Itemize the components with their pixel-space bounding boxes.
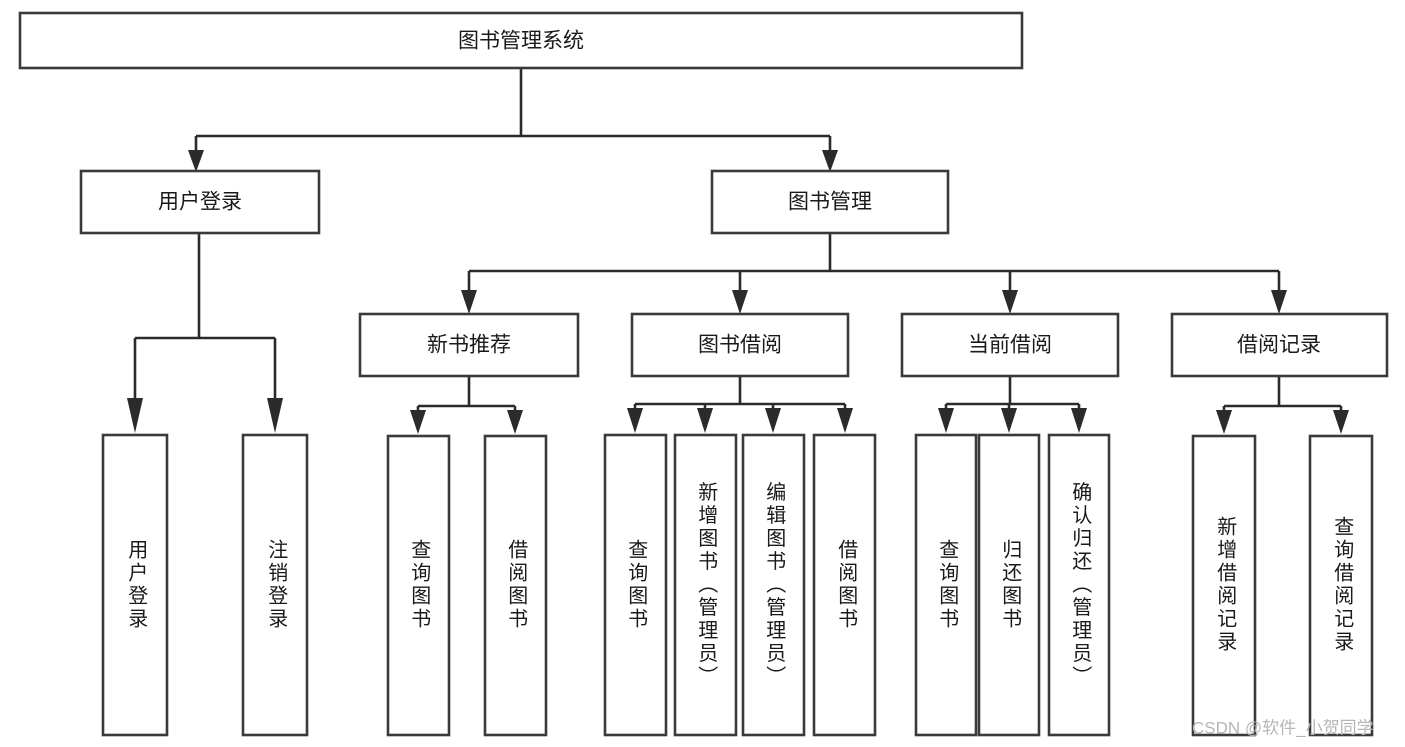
leaf-current-borrow-2-label: 确认归还（管理员） xyxy=(1069,481,1092,688)
leaf-book-borrow-2[interactable]: 编辑图书（管理员） xyxy=(741,433,806,737)
node-root[interactable]: 图书管理系统 xyxy=(18,11,1024,70)
arrow-book-borrow-leaf-2 xyxy=(697,408,713,433)
leaf-borrow-record-1-label: 查询借阅记录 xyxy=(1331,516,1354,654)
leaf-book-borrow-3-label: 借阅图书 xyxy=(835,539,858,631)
node-root-label: 图书管理系统 xyxy=(458,30,584,53)
node-book-borrow-label: 图书借阅 xyxy=(698,334,782,357)
leaf-book-borrow-0-label: 查询图书 xyxy=(625,539,648,631)
arrow-current-borrow-leaf-3 xyxy=(1071,408,1087,433)
arrow-borrow-record-leaf-2 xyxy=(1333,410,1349,434)
node-user-login-label: 用户登录 xyxy=(158,191,242,214)
leaf-current-borrow-0[interactable]: 查询图书 xyxy=(914,433,978,737)
arrow-new-book-leaf-1 xyxy=(410,410,426,434)
node-new-book-recommend[interactable]: 新书推荐 xyxy=(358,312,580,378)
arrow-current-borrow-leaf-2 xyxy=(1001,408,1017,433)
node-borrow-record-box[interactable] xyxy=(1170,312,1389,378)
arrow-user-login-leaf-2 xyxy=(267,398,283,433)
node-current-borrow[interactable]: 当前借阅 xyxy=(900,312,1120,378)
leaf-book-borrow-3[interactable]: 借阅图书 xyxy=(812,433,877,737)
leaf-current-borrow-1-box[interactable] xyxy=(977,433,1041,737)
node-user-login-box[interactable] xyxy=(79,169,321,235)
connector-layer xyxy=(127,68,1349,434)
leaf-book-borrow-1[interactable]: 新增图书（管理员） xyxy=(673,433,738,737)
node-book-manage-box[interactable] xyxy=(710,169,950,235)
arrow-to-borrow-record xyxy=(1271,290,1287,314)
leaf-current-borrow-2[interactable]: 确认归还（管理员） xyxy=(1047,433,1111,737)
leaf-current-borrow-1-label: 归还图书 xyxy=(999,539,1022,631)
leaf-borrow-record-1[interactable]: 查询借阅记录 xyxy=(1308,434,1374,737)
leaf-user-login-1-label: 注销登录 xyxy=(265,539,288,631)
leaf-book-borrow-0[interactable]: 查询图书 xyxy=(603,433,668,737)
leaf-new-book-1-box[interactable] xyxy=(483,434,548,737)
leaf-current-borrow-0-label: 查询图书 xyxy=(936,539,959,631)
arrow-to-new-book xyxy=(461,290,477,314)
node-current-borrow-label: 当前借阅 xyxy=(968,334,1052,357)
node-book-manage[interactable]: 图书管理 xyxy=(710,169,950,235)
leaf-current-borrow-0-box[interactable] xyxy=(914,433,978,737)
leaf-book-borrow-3-box[interactable] xyxy=(812,433,877,737)
leaf-borrow-record-0-label: 新增借阅记录 xyxy=(1214,516,1237,654)
leaf-new-book-0-label: 查询图书 xyxy=(408,539,431,631)
leaf-current-borrow-2-box[interactable] xyxy=(1047,433,1111,737)
leaf-new-book-0[interactable]: 查询图书 xyxy=(386,434,451,737)
leaf-book-borrow-0-box[interactable] xyxy=(603,433,668,737)
leaf-borrow-record-0-box[interactable] xyxy=(1191,434,1257,737)
node-current-borrow-box[interactable] xyxy=(900,312,1120,378)
leaf-user-login-1[interactable]: 注销登录 xyxy=(241,433,309,737)
leaf-current-borrow-1[interactable]: 归还图书 xyxy=(977,433,1041,737)
leaf-book-borrow-1-label: 新增图书（管理员） xyxy=(695,481,718,688)
node-user-login[interactable]: 用户登录 xyxy=(79,169,321,235)
leaf-borrow-record-0[interactable]: 新增借阅记录 xyxy=(1191,434,1257,737)
leaf-user-login-0[interactable]: 用户登录 xyxy=(101,433,169,737)
node-book-borrow-box[interactable] xyxy=(630,312,850,378)
leaf-book-borrow-2-box[interactable] xyxy=(741,433,806,737)
leaf-user-login-1-box[interactable] xyxy=(241,433,309,737)
leaf-user-login-0-box[interactable] xyxy=(101,433,169,737)
arrow-book-borrow-leaf-3 xyxy=(765,408,781,433)
node-new-book-recommend-box[interactable] xyxy=(358,312,580,378)
arrow-to-book-manage xyxy=(822,150,838,172)
arrow-book-borrow-leaf-1 xyxy=(627,408,643,433)
node-new-book-recommend-label: 新书推荐 xyxy=(427,334,511,357)
arrow-new-book-leaf-2 xyxy=(507,410,523,434)
leaf-new-book-0-box[interactable] xyxy=(386,434,451,737)
leaf-user-login-0-label: 用户登录 xyxy=(125,539,148,631)
node-borrow-record-label: 借阅记录 xyxy=(1237,334,1321,357)
arrow-borrow-record-leaf-1 xyxy=(1216,410,1232,434)
arrow-book-borrow-leaf-4 xyxy=(837,408,853,433)
arrow-user-login-leaf-1 xyxy=(127,398,143,433)
leaf-book-borrow-2-label: 编辑图书（管理员） xyxy=(763,481,786,688)
arrow-to-user-login xyxy=(188,150,204,172)
node-root-box[interactable] xyxy=(18,11,1024,70)
watermark-label: CSDN @软件_小贺同学 xyxy=(1192,718,1374,737)
arrow-current-borrow-leaf-1 xyxy=(938,408,954,433)
arrow-to-book-borrow xyxy=(732,290,748,314)
node-book-manage-label: 图书管理 xyxy=(788,191,872,214)
arrow-to-current-borrow xyxy=(1002,290,1018,314)
leaf-new-book-1-label: 借阅图书 xyxy=(505,539,528,631)
node-book-borrow[interactable]: 图书借阅 xyxy=(630,312,850,378)
leaf-new-book-1[interactable]: 借阅图书 xyxy=(483,434,548,737)
leaf-book-borrow-1-box[interactable] xyxy=(673,433,738,737)
node-borrow-record[interactable]: 借阅记录 xyxy=(1170,312,1389,378)
leaf-borrow-record-1-box[interactable] xyxy=(1308,434,1374,737)
